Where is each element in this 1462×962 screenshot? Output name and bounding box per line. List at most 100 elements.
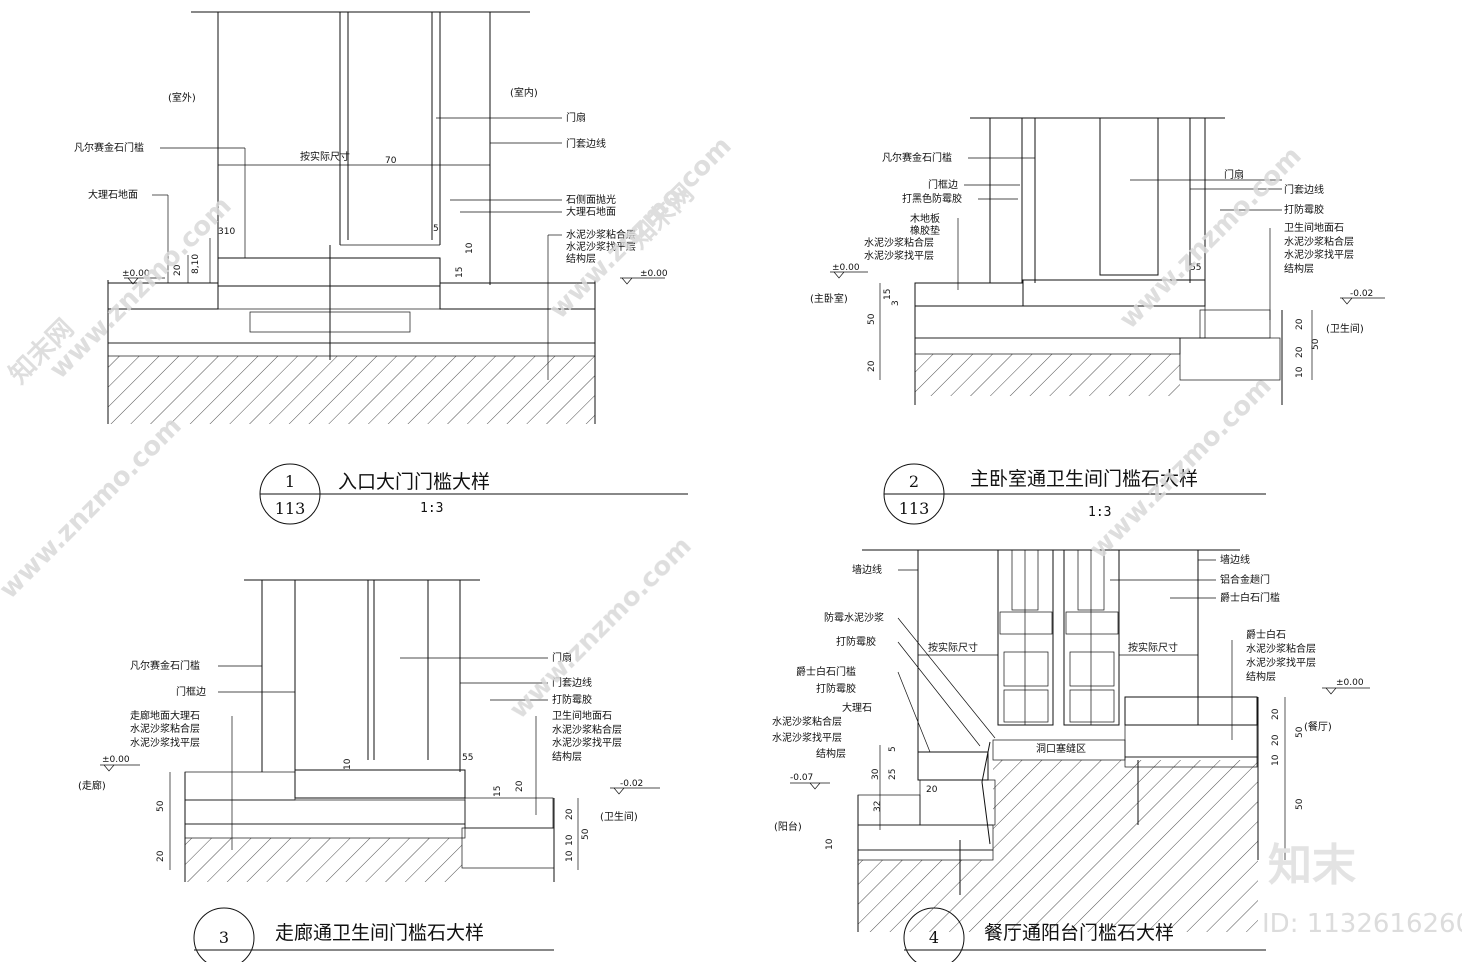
dimension-text: 10: [343, 758, 353, 770]
id-watermark: ID: 1132616260: [1262, 909, 1462, 939]
callout-label: 水泥沙浆找平层: [130, 736, 200, 749]
room-label: (卫生间): [1326, 322, 1364, 335]
level-mark: -0.07: [790, 773, 813, 783]
dimension-text: 310: [218, 227, 235, 237]
dimension-text: 50: [156, 800, 166, 812]
dimension-text: 5: [888, 746, 898, 752]
callout-label: 爵士白石门槛: [1220, 591, 1280, 604]
callout-label: 结构层: [816, 747, 846, 760]
detail-number: 2: [909, 472, 919, 491]
callout-label: 水泥沙浆找平层: [566, 240, 636, 253]
detail-scale: 1:3: [1088, 505, 1111, 520]
dimension-text: 20: [515, 780, 525, 792]
dimension-text: 20: [926, 785, 938, 795]
room-label: (走廊): [78, 779, 106, 792]
detail-2-title-block: 2 113 主卧室通卫生间门槛石大样 1:3: [883, 463, 1266, 525]
detail-3-title-block: 3 走廊通卫生间门槛石大样: [193, 907, 554, 962]
callout-label: 凡尔赛金石门槛: [130, 659, 200, 672]
callout-label: 门套边线: [566, 137, 606, 150]
callout-label: 打防霉胶: [552, 693, 592, 706]
callout-label: 门套边线: [552, 676, 592, 689]
callout-label: 水泥沙浆粘合层: [1284, 235, 1354, 248]
dimension-text: 32: [873, 801, 883, 812]
dimension-text: 70: [385, 156, 397, 166]
callout-label: 水泥沙浆找平层: [1284, 248, 1354, 261]
dimension-text: 50: [1311, 338, 1321, 350]
level-mark: -0.02: [1350, 289, 1373, 299]
callout-label: 走廊地面大理石: [130, 709, 200, 722]
callout-label: 水泥沙浆找平层: [1246, 656, 1316, 669]
callout-label: 水泥沙浆找平层: [772, 731, 842, 744]
detail-4-text: (阳台) (餐厅) 墙边线 防霉水泥沙浆 打防霉胶 爵士白石门槛 打防霉胶 大理…: [772, 553, 1364, 850]
callout-label: 墙边线: [852, 563, 882, 576]
dimension-text: 10: [1295, 366, 1305, 378]
dimension-text: 20: [173, 264, 183, 276]
callout-label: 木地板: [910, 212, 940, 225]
sheet-number: 113: [899, 499, 930, 518]
aluminum-door-frame: [997, 549, 1120, 726]
dimension-text: 10: [565, 834, 575, 846]
dimension-note: 按实际尺寸: [1128, 641, 1178, 654]
watermark-text: www.znzmo.com: [504, 531, 698, 725]
detail-scale: 1:3: [420, 501, 443, 516]
detail-title: 走廊通卫生间门槛石大样: [275, 922, 484, 944]
watermark-text: www.znzmo.com: [1114, 141, 1308, 335]
callout-label: 卫生间地面石: [1284, 221, 1344, 234]
callout-label: 水泥沙浆粘合层: [130, 722, 200, 735]
callout-label: 水泥沙浆粘合层: [864, 236, 934, 249]
room-label: (室内): [510, 86, 538, 99]
dimension-text: 10: [825, 838, 835, 850]
dimension-text: 50: [581, 828, 591, 840]
dimension-text: 20: [867, 360, 877, 372]
dimension-text: 50: [867, 313, 877, 325]
level-mark: ±0.00: [122, 269, 150, 279]
level-mark: ±0.00: [1336, 678, 1364, 688]
dimension-text: 15: [883, 289, 893, 300]
room-label: (主卧室): [810, 292, 848, 305]
callout-label: 凡尔赛金石门槛: [882, 151, 952, 164]
callout-label: 门套边线: [1284, 183, 1324, 196]
watermark-layer: www.znzmo.com 知末网 www.znzmo.com www.znzm…: [0, 131, 1308, 725]
dimension-text: 50: [1295, 726, 1305, 738]
callout-label: 水泥沙浆粘合层: [772, 715, 842, 728]
detail-1-text: (室外) (室内) 凡尔赛金石门槛 大理石地面 门扇 门套边线 石侧面抛光 大理…: [74, 86, 668, 279]
callout-label: 水泥沙浆找平层: [552, 736, 622, 749]
detail-number: 1: [285, 472, 295, 491]
callout-label: 大理石地面: [88, 188, 138, 201]
detail-2-drawing: [830, 117, 1385, 405]
detail-title: 主卧室通卫生间门槛石大样: [970, 468, 1198, 490]
callout-label: 爵士白石门槛: [796, 665, 856, 678]
callout-label: 门扇: [552, 651, 572, 664]
dimension-text: 15: [493, 786, 503, 797]
room-label: (卫生间): [600, 810, 638, 823]
dimension-text: 20: [565, 808, 575, 820]
callout-label: 门扇: [566, 111, 586, 124]
callout-label: 石侧面抛光: [566, 193, 616, 206]
dimension-text: 15: [455, 267, 465, 278]
callout-label: 打防霉胶: [1284, 203, 1324, 216]
detail-title: 入口大门门槛大样: [338, 471, 490, 493]
level-mark: -0.02: [620, 779, 643, 789]
detail-3-text: (走廊) (卫生间) 凡尔赛金石门槛 门框边 走廊地面大理石 水泥沙浆粘合层 水…: [78, 651, 643, 862]
dimension-text: 50: [1295, 798, 1305, 810]
callout-label: 大理石地面: [566, 205, 616, 218]
callout-label: 卫生间地面石: [552, 709, 612, 722]
callout-label: 门框边: [176, 685, 206, 698]
dimension-text: 55: [462, 753, 473, 763]
callout-label: 打黑色防霉胶: [902, 192, 962, 205]
dimension-text: 20: [156, 850, 166, 862]
room-label: (阳台): [774, 820, 802, 833]
callout-label: 结构层: [552, 750, 582, 763]
callout-label: 橡胶垫: [910, 224, 940, 237]
callout-label: 铝合金趟门: [1220, 573, 1270, 586]
callout-label: 凡尔赛金石门槛: [74, 141, 144, 154]
dimension-text: 20: [1295, 318, 1305, 330]
watermark-text: www.znzmo.com: [0, 411, 188, 605]
callout-label: 水泥沙浆粘合层: [566, 228, 636, 241]
detail-number: 3: [219, 928, 229, 947]
callout-label: 结构层: [566, 252, 596, 265]
detail-title: 餐厅通阳台门槛石大样: [984, 922, 1174, 944]
gap-fill-zone-label: 洞口塞缝区: [1036, 742, 1086, 755]
dimension-text: 5: [433, 224, 439, 234]
